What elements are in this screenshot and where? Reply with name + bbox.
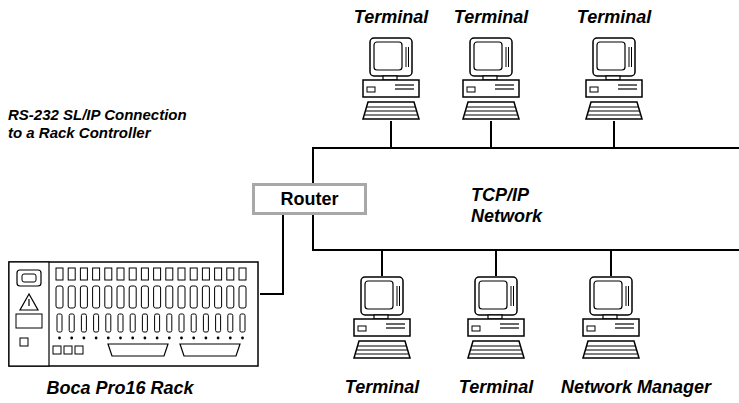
router-label: Router (281, 189, 339, 210)
network-link (490, 121, 492, 147)
terminal-node: Terminal (354, 7, 428, 121)
router-box: Router (252, 183, 367, 215)
network-link (613, 121, 615, 147)
terminal-node: Terminal (345, 276, 419, 398)
connection-note: RS-232 SL/IP Connection to a Rack Contro… (8, 106, 198, 143)
network-link (610, 251, 612, 276)
terminal-label: Network Manager (561, 377, 711, 398)
network-link (495, 251, 497, 276)
computer-icon (466, 276, 526, 360)
terminal-label: Terminal (577, 7, 651, 28)
rack-node: Boca Pro16 Rack (8, 258, 260, 398)
terminal-node: Terminal (459, 276, 533, 398)
network-link (390, 121, 392, 147)
network-link (381, 251, 383, 276)
terminal-node: Network Manager (561, 276, 711, 398)
terminal-label: Terminal (345, 377, 419, 398)
terminal-label: Terminal (454, 7, 528, 28)
terminal-label: Terminal (459, 377, 533, 398)
rack-illustration (8, 258, 260, 370)
terminal-node: Terminal (454, 7, 528, 121)
terminal-node: Terminal (577, 7, 651, 121)
computer-icon (352, 276, 412, 360)
rack-label: Boca Pro16 Rack (46, 378, 193, 399)
computer-icon (584, 37, 644, 121)
computer-icon (361, 37, 421, 121)
network-link (260, 215, 283, 294)
computer-icon (581, 276, 641, 360)
terminal-label: Terminal (354, 7, 428, 28)
network-label: TCP/IP Network (471, 185, 555, 226)
computer-icon (461, 37, 521, 121)
network-band: TCP/IP Network (312, 147, 739, 251)
